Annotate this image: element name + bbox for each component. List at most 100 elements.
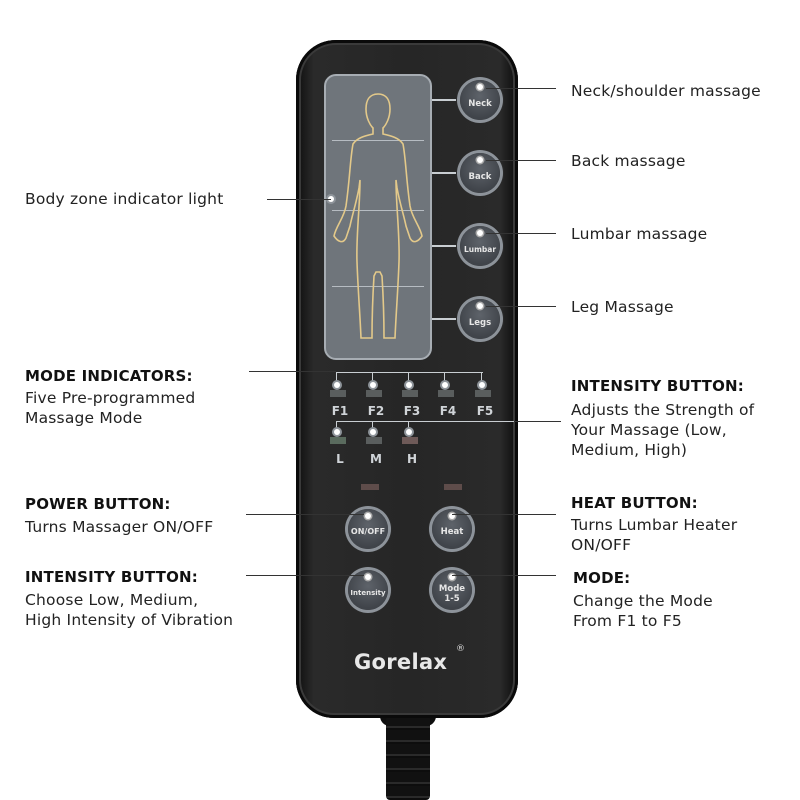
connector-line [336, 421, 337, 431]
callout-line-body-zone [267, 199, 331, 200]
f1-indicator-light [334, 382, 340, 388]
f5-label: F5 [476, 404, 494, 418]
connector-line [336, 372, 337, 384]
callout-intensity-right-text: Adjusts the Strength of [571, 401, 755, 419]
connector-line [408, 372, 409, 384]
f3-indicator-light [406, 382, 412, 388]
callout-line-neck [486, 88, 556, 89]
f1-label: F1 [331, 404, 349, 418]
connector-line [432, 99, 460, 101]
medium-indicator-light [370, 429, 376, 435]
high-led [402, 437, 418, 444]
mode-button-label: Mode [438, 584, 466, 594]
medium-led [366, 437, 382, 444]
callout-intensity-right-text: Medium, High) [571, 441, 688, 459]
zone-divider [332, 286, 424, 287]
brand-logo: Gorelax [354, 650, 448, 674]
callout-intensity-left-text: High Intensity of Vibration [25, 611, 234, 629]
connector-line [372, 372, 373, 384]
indicator-light [477, 230, 483, 236]
callout-line-lumbar [486, 233, 556, 234]
heat-button[interactable]: Heat [432, 509, 472, 549]
callout-neck: Neck/shoulder massage [571, 82, 761, 100]
registered-mark: ® [456, 644, 465, 654]
low-label: L [336, 452, 344, 466]
callout-legs: Leg Massage [571, 298, 674, 316]
callout-line-mode [452, 575, 556, 576]
callout-intensity-left-heading: INTENSITY BUTTON: [25, 568, 198, 586]
high-label: H [406, 452, 418, 466]
connector-line [444, 372, 445, 384]
lumbar-button-label: Lumbar [463, 245, 497, 254]
callout-mode-text: Change the Mode [573, 592, 713, 610]
callout-mode-text: From F1 to F5 [573, 612, 682, 630]
body-zone-panel [324, 74, 432, 360]
f3-label: F3 [403, 404, 421, 418]
neck-button-label: Neck [468, 99, 492, 109]
indicator-light [365, 513, 371, 519]
indicator-light [477, 303, 483, 309]
callout-line-back [486, 160, 556, 161]
body-zone-indicator-light [328, 196, 334, 202]
indicator-light [365, 574, 371, 580]
intensity-button[interactable]: Intensity [348, 570, 388, 610]
legs-button[interactable]: Legs [460, 299, 500, 339]
callout-intensity-left-text: Choose Low, Medium, [25, 591, 199, 609]
back-button-label: Back [468, 172, 492, 182]
f1-led [330, 390, 346, 397]
callout-mode-indicators-text: Five Pre-programmed [25, 389, 196, 407]
f3-led [402, 390, 418, 397]
f2-led [366, 390, 382, 397]
f2-indicator-light [370, 382, 376, 388]
low-led [330, 437, 346, 444]
callout-line-heat [452, 514, 556, 515]
callout-line-mode-indicators [249, 371, 336, 372]
callout-intensity-right-heading: INTENSITY BUTTON: [571, 377, 744, 395]
power-cable [386, 716, 430, 800]
callout-power-heading: POWER BUTTON: [25, 495, 171, 513]
callout-power-text: Turns Massager ON/OFF [25, 518, 214, 536]
connector-line [372, 421, 373, 431]
lumbar-button[interactable]: Lumbar [460, 226, 500, 266]
power-button[interactable]: ON/OFF [348, 509, 388, 549]
f4-led [438, 390, 454, 397]
neck-button[interactable]: Neck [460, 80, 500, 120]
callout-lumbar: Lumbar massage [571, 225, 708, 243]
indicator-light [477, 157, 483, 163]
connector-line [432, 172, 460, 174]
indicator-light [449, 574, 455, 580]
zone-divider [332, 210, 424, 211]
mode-button[interactable]: Mode 1-5 [432, 570, 472, 610]
intensity-indicator-bus-line [336, 421, 514, 422]
indicator-light [477, 84, 483, 90]
low-indicator-light [334, 429, 340, 435]
power-led [361, 484, 379, 490]
human-body-outline-icon [333, 93, 423, 339]
connector-line [432, 245, 460, 247]
mode-indicator-bus-line [336, 372, 483, 373]
connector-line [432, 318, 460, 320]
callout-heat-heading: HEAT BUTTON: [571, 494, 698, 512]
f2-label: F2 [367, 404, 385, 418]
f5-indicator-light [479, 382, 485, 388]
connector-line [481, 372, 482, 384]
callout-heat-text: ON/OFF [571, 536, 632, 554]
callout-intensity-right-text: Your Massage (Low, [571, 421, 727, 439]
callout-line-intensity-right [514, 421, 561, 422]
medium-label: M [370, 452, 382, 466]
power-button-label: ON/OFF [350, 527, 386, 536]
callout-mode-indicators-heading: MODE INDICATORS: [25, 367, 193, 385]
callout-mode-indicators-text: Massage Mode [25, 409, 143, 427]
heat-led [444, 484, 462, 490]
callout-mode-heading: MODE: [573, 569, 631, 587]
indicator-light [449, 513, 455, 519]
connector-line [408, 421, 409, 431]
back-button[interactable]: Back [460, 153, 500, 193]
zone-divider [332, 140, 424, 141]
callout-heat-text: Turns Lumbar Heater [571, 516, 738, 534]
f4-indicator-light [442, 382, 448, 388]
callout-back: Back massage [571, 152, 686, 170]
mode-button-sublabel: 1-5 [444, 594, 460, 604]
high-indicator-light [406, 429, 412, 435]
callout-line-legs [486, 306, 556, 307]
